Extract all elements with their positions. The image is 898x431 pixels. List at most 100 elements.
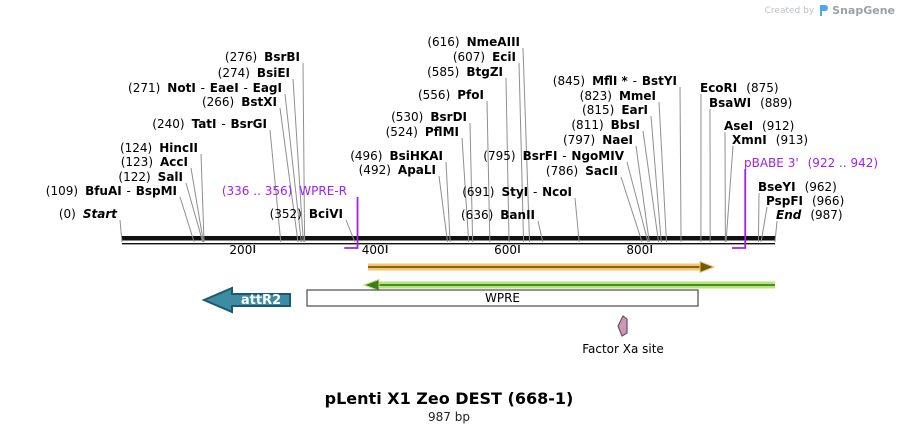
site-position: (797) <box>562 133 596 147</box>
attr2-label[interactable]: attR2 <box>240 293 282 308</box>
site-name: SalI <box>157 170 183 184</box>
site-position: (691) <box>462 185 495 199</box>
site-label-ecori[interactable]: EcoRI(875) <box>700 80 779 96</box>
site-label-bseyi[interactable]: BseYI (962) <box>758 179 837 195</box>
site-position: (875) <box>746 81 779 95</box>
site-position: (240) <box>152 117 185 131</box>
site-label-btgzi[interactable]: (585) BtgZI <box>427 64 503 80</box>
site-label-tati_bsrgi[interactable]: (240)TatI - BsrGI <box>152 116 267 132</box>
site-name: BtgZI <box>466 65 503 79</box>
snapgene-logo-icon <box>820 5 829 16</box>
site-name-separator: - <box>196 81 209 95</box>
site-leader-line <box>302 62 306 243</box>
site-name: AseI <box>724 119 754 133</box>
site-label-asei[interactable]: AseI(912) <box>724 118 794 134</box>
wpre-label[interactable]: WPRE <box>484 291 521 305</box>
site-name: pBABE 3' <box>744 156 799 170</box>
site-position: (962) <box>804 180 837 194</box>
site-label-eari[interactable]: (815)EarI <box>582 102 648 118</box>
site-name: BsrBI <box>264 50 300 64</box>
site-label-bsihkai[interactable]: (496)BsiHKAI <box>350 148 443 164</box>
site-leader-line <box>620 176 643 243</box>
site-position: (492) <box>358 163 391 177</box>
site-label-pfoi[interactable]: (556)PfoI <box>418 87 484 103</box>
site-name: EagI <box>252 81 282 95</box>
site-position: (585) <box>427 65 460 79</box>
site-label-pspfi[interactable]: PspFI (966) <box>766 193 844 209</box>
site-position: (352) <box>269 207 302 221</box>
attr2-arrow[interactable] <box>201 286 291 314</box>
site-position: (815) <box>582 103 615 117</box>
site-label-sali[interactable]: (122)SalI <box>118 169 183 185</box>
wpre-feature-box[interactable] <box>306 289 699 307</box>
site-position: (966) <box>811 194 845 208</box>
site-leader-line <box>445 161 451 243</box>
site-name: BsiEI <box>256 66 290 80</box>
site-name-separator: - <box>239 81 252 95</box>
site-label-hincii[interactable]: (124)HincII <box>120 140 198 156</box>
site-name-separator: - <box>628 74 641 88</box>
primer-label-wpre_r[interactable]: (336 .. 356)WPRE-R <box>222 183 347 199</box>
site-position: (556) <box>417 88 451 102</box>
site-label-acci[interactable]: (123)AccI <box>121 154 188 170</box>
site-leader-line <box>760 206 768 243</box>
site-label-naei[interactable]: (797)NaeI <box>563 132 633 148</box>
site-label-ecii[interactable]: (607)EciI <box>453 49 516 65</box>
site-label-bfuai_bspmi[interactable]: (109)BfuAI - BspMI <box>46 183 177 199</box>
factor-xa-label: Factor Xa site <box>582 342 664 356</box>
site-label-bbsi[interactable]: (811)BbsI <box>571 117 640 133</box>
site-label-bsrbi[interactable]: (276) BsrBI <box>225 49 300 65</box>
plasmid-title: pLenti X1 Zeo DEST (668-1) <box>324 389 574 408</box>
site-name: EciI <box>492 50 516 64</box>
site-leader-line <box>179 196 195 243</box>
factor-xa-arrow[interactable] <box>617 315 628 337</box>
site-label-end[interactable]: End(987) <box>776 207 843 223</box>
site-leader-line <box>461 137 470 243</box>
site-leader-line <box>626 161 649 243</box>
site-label-noti_eaei_eagi[interactable]: (271)NotI - EaeI - EagI <box>128 80 282 96</box>
site-name: BstYI <box>641 74 677 88</box>
site-leader-line <box>292 78 304 243</box>
site-name-separator: - <box>558 149 571 163</box>
site-label-mmei[interactable]: (823)MmeI <box>580 88 656 104</box>
site-label-start[interactable]: (0)Start <box>59 206 117 222</box>
site-label-xmni[interactable]: XmnI(913) <box>732 132 808 148</box>
site-label-bcivi[interactable]: (352)BciVI <box>270 206 343 222</box>
site-leader-line <box>725 145 734 243</box>
plasmid-backbone-bar[interactable] <box>122 236 775 241</box>
site-label-banii[interactable]: (636)BanII <box>461 207 535 223</box>
site-label-sacii[interactable]: (786)SacII <box>546 163 618 179</box>
site-leader-line <box>345 219 356 243</box>
site-name: BseYI <box>758 180 796 194</box>
site-name: PflMI <box>424 125 459 139</box>
site-label-nmeaiii[interactable]: (616)NmeAIII <box>427 34 520 50</box>
site-label-bsrdi[interactable]: (530)BsrDI <box>391 109 467 125</box>
site-name: PspFI <box>766 194 803 208</box>
site-label-bstxi[interactable]: (266)BstXI <box>202 94 277 110</box>
site-name: BsiHKAI <box>389 149 444 163</box>
site-leader-line <box>269 129 282 243</box>
watermark-brand-text: SnapGene <box>832 4 895 17</box>
site-label-mfli_bstyi[interactable]: (845) MflI * - BstYI <box>553 73 677 89</box>
site-name: BfuAI <box>85 184 122 198</box>
site-label-pflmi[interactable]: (524)PflMI <box>386 124 459 140</box>
site-position: (123) <box>120 155 154 169</box>
site-position: (616) <box>427 35 460 49</box>
site-name: BanII <box>500 208 535 222</box>
site-position: (276) <box>224 50 258 64</box>
site-label-styi_ncoi[interactable]: (691)StyI - NcoI <box>462 184 572 200</box>
site-leader-line <box>650 115 662 243</box>
site-name: SacII <box>585 164 618 178</box>
site-name: HincII <box>159 141 198 155</box>
axis-tick-label: 400 <box>361 243 385 257</box>
site-name: BstXI <box>241 95 277 109</box>
site-position: (845) <box>552 74 586 88</box>
site-label-bsawi[interactable]: BsaWI(889) <box>709 95 792 111</box>
site-label-apali[interactable]: (492) ApaLI <box>359 162 436 178</box>
site-label-bsrfi_ngomiv[interactable]: (795)BsrFI - NgoMIV <box>483 148 624 164</box>
primer-annotation-line <box>344 197 359 249</box>
site-label-bsiei[interactable]: (274)BsiEI <box>218 65 290 81</box>
site-name: MflI * <box>592 74 628 88</box>
site-name: ApaLI <box>397 163 436 177</box>
primer-label-pbabe3[interactable]: pBABE 3'(922 .. 942) <box>744 155 878 171</box>
